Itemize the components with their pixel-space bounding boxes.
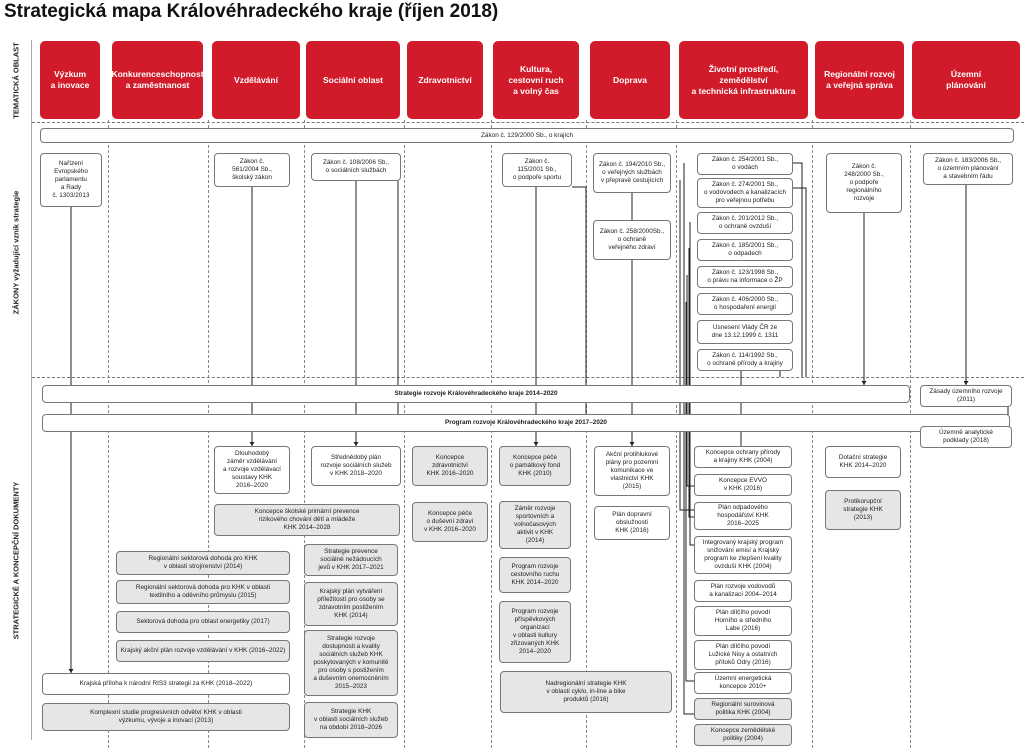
doc-rizik: Koncepce školské primární prevence rizik… bbox=[214, 504, 400, 536]
doc-kultura: Program rozvoje příspěvkových organizací… bbox=[499, 601, 571, 663]
column-divider bbox=[208, 120, 209, 748]
doc-labe: Plán dílčího povodí Horního a středního … bbox=[694, 606, 792, 636]
connector bbox=[793, 187, 807, 377]
doc-evvo: Koncepce EVVO v KHK (2016) bbox=[694, 474, 792, 496]
arrowhead bbox=[68, 669, 74, 673]
topic-9: Územní plánování bbox=[912, 41, 1020, 119]
arrowhead bbox=[353, 442, 359, 446]
doc-surovina: Regionální surovinová politika KHK (2004… bbox=[694, 698, 792, 720]
law-krajich: Zákon č. 129/2000 Sb., o krajích bbox=[40, 128, 1014, 143]
doc-odpady: Plán odpadového hospodářství KHK 2016–20… bbox=[694, 502, 792, 530]
doc-cestovni: Program rozvoje cestovního ruchu KHK 201… bbox=[499, 557, 571, 593]
topic-2: Vzdělávání bbox=[212, 41, 300, 119]
arrowhead bbox=[249, 442, 255, 446]
law-sport: Zákon č. 115/2001 Sb., o podpoře sportu bbox=[502, 153, 572, 187]
law-odpady: Zákon č. 185/2001 Sb., o odpadech bbox=[697, 239, 793, 261]
doc-textil: Regionální sektorová dohoda pro KHK v ob… bbox=[116, 580, 290, 604]
law-priroda: Zákon č. 114/1992 Sb., o ochraně přírody… bbox=[697, 349, 793, 371]
doc-dusevni: Koncepce péče o duševní zdraví v KHK 201… bbox=[412, 502, 488, 542]
doc-program: Program rozvoje Královéhradeckého kraje … bbox=[42, 414, 1010, 432]
column-divider bbox=[812, 120, 813, 748]
law-zdravi: Zákon č. 258/2000Sb., o ochraně veřejnéh… bbox=[593, 220, 671, 260]
law-skolsky: Zákon č. 561/2004 Sb., školský zákon bbox=[214, 153, 290, 187]
topic-4: Zdravotnictví bbox=[407, 41, 483, 119]
law-socialni: Zákon č. 108/2006 Sb., o sociálních služ… bbox=[311, 153, 401, 181]
topic-7: Životní prostředí, zemědělství a technic… bbox=[679, 41, 808, 119]
arrowhead bbox=[533, 442, 539, 446]
doc-zasady: Zásady územního rozvoje (2011) bbox=[920, 385, 1012, 407]
column-divider bbox=[586, 120, 587, 748]
arrowhead bbox=[861, 381, 867, 385]
column-divider bbox=[304, 120, 305, 748]
doc-dotacni: Dotační strategie KHK 2014–2020 bbox=[825, 446, 901, 478]
arrowhead bbox=[963, 381, 969, 385]
doc-ovzdusi: Integrovaný krajský program snižování em… bbox=[694, 536, 792, 574]
doc-obsluznost: Plán dopravní obslužnosti KHK (2016) bbox=[594, 506, 670, 540]
law-prepravni: Zákon č. 194/2010 Sb., o veřejných služb… bbox=[593, 153, 671, 193]
doc-nisa: Plán dílčího povodí Lužické Nisy a ostat… bbox=[694, 640, 792, 670]
column-divider bbox=[491, 120, 492, 748]
law-zp: Zákon č. 123/1998 Sb., o právu na inform… bbox=[697, 266, 793, 288]
doc-energie: Územní energetická koncepce 2010+ bbox=[694, 672, 792, 694]
law-vodovody: Zákon č. 274/2001 Sb., o vodovodech a ka… bbox=[697, 178, 793, 208]
doc-studie: Komplexní studie progresivních odvětví K… bbox=[42, 703, 290, 731]
doc-socplan: Střednědobý plán rozvoje sociálních služ… bbox=[311, 446, 401, 486]
doc-vodovody: Plán rozvoje vodovodů a kanalizací 2004–… bbox=[694, 580, 792, 602]
topic-6: Doprava bbox=[590, 41, 670, 119]
doc-plany: Akční protihlukové plány pro pozemní kom… bbox=[594, 446, 670, 496]
law-regrozvoj: Zákon č. 248/2000 Sb., o podpoře regioná… bbox=[826, 153, 902, 213]
connector bbox=[686, 275, 694, 487]
arrowhead bbox=[629, 442, 635, 446]
connector bbox=[572, 186, 587, 414]
column-divider bbox=[910, 120, 911, 748]
doc-sport: Záměr rozvoje sportovních a volnočasovýc… bbox=[499, 501, 571, 549]
doc-prevence: Strategie prevence sociálně nežádoucích … bbox=[304, 544, 398, 576]
connector bbox=[683, 163, 694, 715]
divider bbox=[32, 122, 1024, 123]
law-usneseni: Usnesení Vlády ČR ze dne 13.12.1999 č. 1… bbox=[697, 320, 793, 344]
doc-akcni: Krajský akční plán rozvoje vzdělávání v … bbox=[116, 640, 290, 662]
connector bbox=[689, 222, 694, 546]
topic-3: Sociální oblast bbox=[306, 41, 400, 119]
connector bbox=[793, 162, 803, 377]
doc-cyklo: Nadregionální strategie KHK v oblasti cy… bbox=[500, 671, 672, 713]
page-title: Strategická mapa Královéhradeckého kraje… bbox=[4, 1, 499, 22]
doc-zemed: Koncepce zemědělské politiky (2004) bbox=[694, 724, 792, 746]
doc-postizeni: Krajský plán vytváření příležitostí pro … bbox=[304, 582, 398, 626]
doc-strojir: Regionální sektorová dohoda pro KHK v ob… bbox=[116, 551, 290, 575]
law-ovzdusi: Zákon č. 201/2012 Sb., o ochraně ovzduší bbox=[697, 212, 793, 234]
divider bbox=[32, 377, 1024, 378]
doc-zdrav: Koncepce zdravotnictví KHK 2016–2020 bbox=[412, 446, 488, 486]
law-energie: Zákon č. 406/2000 Sb., o hospodaření ene… bbox=[697, 293, 793, 315]
connector bbox=[688, 248, 694, 518]
doc-priroda: Koncepce ochrany přírody a krajiny KHK (… bbox=[694, 446, 792, 468]
doc-socstrat: Strategie KHK v oblasti sociálních služe… bbox=[304, 702, 398, 738]
topic-5: Kultura, cestovní ruch a volný čas bbox=[493, 41, 579, 119]
topic-8: Regionální rozvoj a veřejná správa bbox=[815, 41, 904, 119]
doc-pamatky: Koncepce péče o památkový fond KHK (2010… bbox=[499, 446, 571, 486]
law-uzemni: Zákon č. 183/2006 Sb., o územním plánová… bbox=[923, 153, 1013, 185]
law-vodach: Zákon č. 254/2001 Sb., o vodách bbox=[697, 153, 793, 175]
sidebar bbox=[0, 40, 32, 740]
doc-podklady: Územně analytické podklady (2018) bbox=[920, 426, 1012, 448]
doc-energet: Sektorová dohoda pro oblast energetiky (… bbox=[116, 611, 290, 633]
column-divider bbox=[108, 120, 109, 748]
doc-ris3: Krajská příloha k národní RIS3 strategii… bbox=[42, 673, 290, 695]
topic-1: Konkurenceschopnost a zaměstnanost bbox=[111, 41, 204, 119]
column-divider bbox=[404, 120, 405, 748]
law-eu: Nařízení Evropského parlamentu a Rady č.… bbox=[40, 153, 102, 207]
doc-dostupnost: Strategie rozvoje dostupnosti a kvality … bbox=[304, 630, 398, 696]
column-divider bbox=[676, 120, 677, 748]
doc-vzdel: Dlouhodobý záměr vzdělávání a rozvoje vz… bbox=[214, 446, 290, 494]
topic-0: Výzkum a inovace bbox=[40, 41, 100, 119]
doc-korupce: Protikorupční strategie KHK (2013) bbox=[825, 490, 901, 530]
doc-strategie: Strategie rozvoje Královéhradeckého kraj… bbox=[42, 385, 910, 403]
